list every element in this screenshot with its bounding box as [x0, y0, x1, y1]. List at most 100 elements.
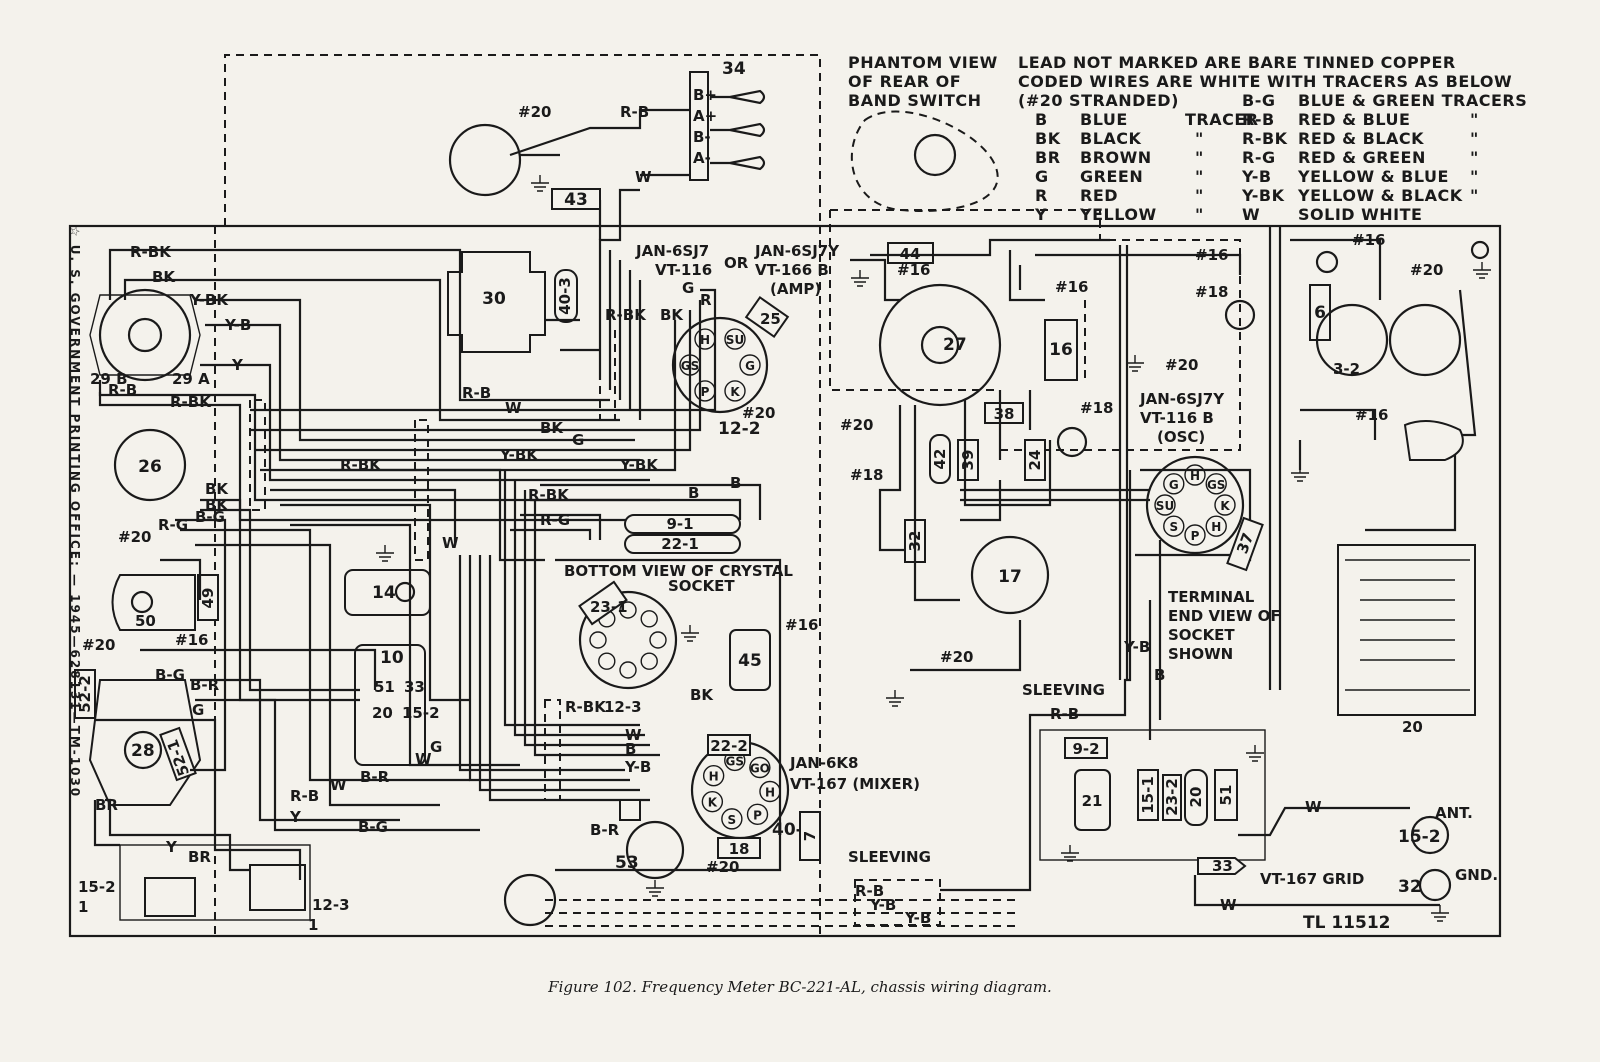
right-wiring — [1290, 238, 1477, 532]
tube-pin — [724, 328, 746, 350]
wire-label: G — [192, 701, 204, 719]
pin-label: H — [709, 770, 719, 784]
tube-pin — [1184, 524, 1206, 546]
amp-tube-3: JAN-6SJ7Y — [754, 242, 840, 260]
part-15-1-res: 23-2 — [1163, 778, 1181, 816]
part-12-3: 12-3 — [604, 698, 642, 716]
legend-ditto: " — [1470, 186, 1479, 205]
legend-color: RED & BLACK — [1298, 129, 1424, 148]
wire-label: Y-BK — [189, 291, 229, 309]
sleeving-label-bottom: SLEEVING — [848, 848, 931, 866]
part-21: 15-1 — [1139, 776, 1157, 814]
capacitor-45 — [729, 629, 771, 691]
legend-code: R — [1035, 186, 1048, 205]
wire-label: Y-B — [1123, 638, 1150, 656]
legend-code: BK — [1035, 129, 1061, 148]
tube-pin — [1214, 494, 1236, 516]
phantom-view-line1: PHANTOM VIEW — [848, 53, 998, 72]
terminal-b-minus: B- — [693, 128, 711, 146]
wire-label: BR — [95, 796, 118, 814]
wire-label: #18 — [1195, 283, 1228, 301]
wire-label: B — [1154, 666, 1165, 684]
pin-label: G — [1169, 478, 1179, 492]
legend-color: YELLOW & BLACK — [1297, 186, 1463, 205]
terminal-view-1: TERMINAL — [1168, 588, 1255, 606]
wire-label: Y-B — [624, 758, 651, 776]
part-45: 45 — [738, 651, 762, 671]
component-30 — [447, 251, 546, 353]
pin-label: P — [753, 808, 762, 822]
pin-label: P — [701, 385, 710, 399]
legend-color: YELLOW & BLUE — [1297, 167, 1449, 186]
legend-color: BLUE & GREEN TRACERS — [1298, 91, 1527, 110]
capacitor-9-2 — [1074, 769, 1111, 831]
resistor-43 — [551, 188, 601, 210]
right-wire-harness — [850, 238, 1252, 892]
legend-color: GREEN — [1080, 167, 1143, 186]
wire-label: R-BK — [528, 486, 570, 504]
legend-ditto: " — [1470, 129, 1479, 148]
ground-symbol — [1291, 465, 1309, 482]
coax-run — [545, 899, 1020, 927]
sleeve-3 — [544, 699, 561, 801]
part-28: 28 — [131, 741, 155, 761]
wire-label: Y — [231, 356, 244, 374]
wire-label: #16 — [1352, 231, 1385, 249]
pin-label: SU — [1156, 499, 1174, 513]
resistor-7 — [717, 837, 761, 859]
wire-label: #16 — [1355, 406, 1388, 424]
part-53: 9-1 — [666, 515, 693, 533]
legend-code: R-B — [1242, 110, 1275, 129]
amp-tube-2: VT-116 — [655, 261, 712, 279]
wire-label: G — [682, 279, 694, 297]
wire-label: Y — [289, 808, 302, 826]
terminal-b-plus: B+ — [693, 86, 717, 104]
wire-label: #18 — [850, 466, 883, 484]
part-50: 50 — [135, 612, 156, 630]
legend-color: BLUE — [1080, 110, 1128, 129]
printing-office-note: ☆ U. S. GOVERNMENT PRINTING OFFICE: — 19… — [68, 225, 82, 799]
crystal-pin — [640, 652, 658, 670]
coil-15-2 — [144, 877, 196, 917]
wire-label: B-R — [360, 768, 390, 786]
part-9-1: 22-1 — [661, 535, 699, 553]
crystal-socket-pins — [589, 601, 667, 679]
pin-label: GS — [726, 754, 745, 768]
tube-socket-osc — [1145, 455, 1245, 555]
part-14: 14 — [372, 583, 396, 603]
variable-capacitor-1 — [1337, 544, 1476, 716]
part-15-1-ab: 1 — [308, 916, 318, 934]
part-23-2: 20 — [1187, 787, 1205, 808]
wire-label: B-R — [590, 821, 620, 839]
legend-ditto: " — [1195, 205, 1204, 224]
capacitor-23-2 — [1184, 769, 1208, 826]
tube-pin — [749, 756, 771, 779]
wire-label: B-G — [358, 818, 388, 836]
legend-ditto: " — [1470, 148, 1479, 167]
pin-label: H — [765, 785, 775, 799]
wire-label-20-top: #20 — [518, 103, 551, 121]
amp-tube-or: OR — [724, 254, 749, 272]
sleeve-1 — [249, 399, 266, 511]
wire-label-r-b-top: R-B — [620, 103, 649, 121]
terminal-board-10 — [354, 644, 426, 766]
tube-pin — [1163, 473, 1185, 495]
ground-symbol — [1246, 745, 1264, 762]
capacitor-40-3 — [554, 269, 578, 323]
plug-3 — [710, 155, 766, 171]
component-26 — [113, 428, 187, 502]
legend-ditto: " — [1470, 110, 1479, 129]
wire-label: R-G — [158, 516, 188, 534]
crystal-pin — [619, 661, 637, 679]
ground-post-right — [1470, 240, 1490, 260]
capacitor-51 — [1197, 857, 1247, 875]
wire-label: B — [730, 474, 741, 492]
legend-color: RED — [1080, 186, 1118, 205]
dial-lamp — [448, 123, 522, 197]
part-25: 25 — [760, 310, 781, 328]
tube-pin — [1163, 515, 1185, 537]
battery-wiring — [509, 108, 690, 240]
part-32: 32 — [1398, 877, 1422, 897]
pin-label: G — [745, 359, 755, 373]
ground-symbols — [376, 175, 1491, 922]
